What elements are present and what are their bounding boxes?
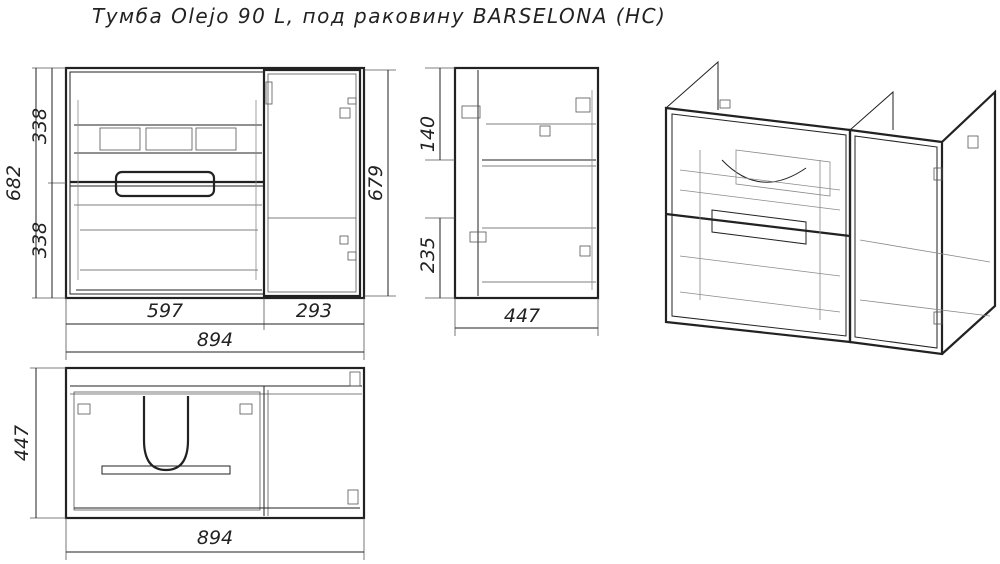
- dim-label-338-upper: 338: [29, 108, 51, 144]
- dim-label-140: 140: [417, 116, 439, 152]
- dim-label-597: 597: [147, 300, 183, 322]
- siphon-cutout: [142, 396, 190, 472]
- iso-right-door: [848, 128, 944, 356]
- dim-label-447-side: 447: [504, 305, 540, 327]
- top-view: 447 894: [11, 366, 366, 560]
- iso-drawer-handle: [711, 209, 807, 245]
- dim-label-235: 235: [417, 237, 439, 273]
- dim-label-682: 682: [3, 165, 25, 201]
- side-cabinet-outline: [453, 66, 600, 300]
- side-view: 140 235 447: [417, 66, 600, 336]
- top-cabinet-outline: [64, 366, 366, 520]
- dim-label-894-top: 894: [197, 527, 233, 549]
- isometric-view: [664, 60, 997, 356]
- drawing-title: Тумба Olejo 90 L, под раковину BARSELONA…: [92, 4, 667, 28]
- dim-label-447-top: 447: [11, 425, 33, 461]
- front-door-right: [262, 68, 362, 298]
- front-view: 338 338 682 679 597 293 894: [3, 66, 396, 360]
- sink-handle: [114, 170, 216, 198]
- dim-label-894-front: 894: [197, 329, 233, 351]
- dim-label-293: 293: [296, 300, 332, 322]
- dim-label-338-lower: 338: [29, 222, 51, 258]
- dim-label-679: 679: [365, 165, 387, 201]
